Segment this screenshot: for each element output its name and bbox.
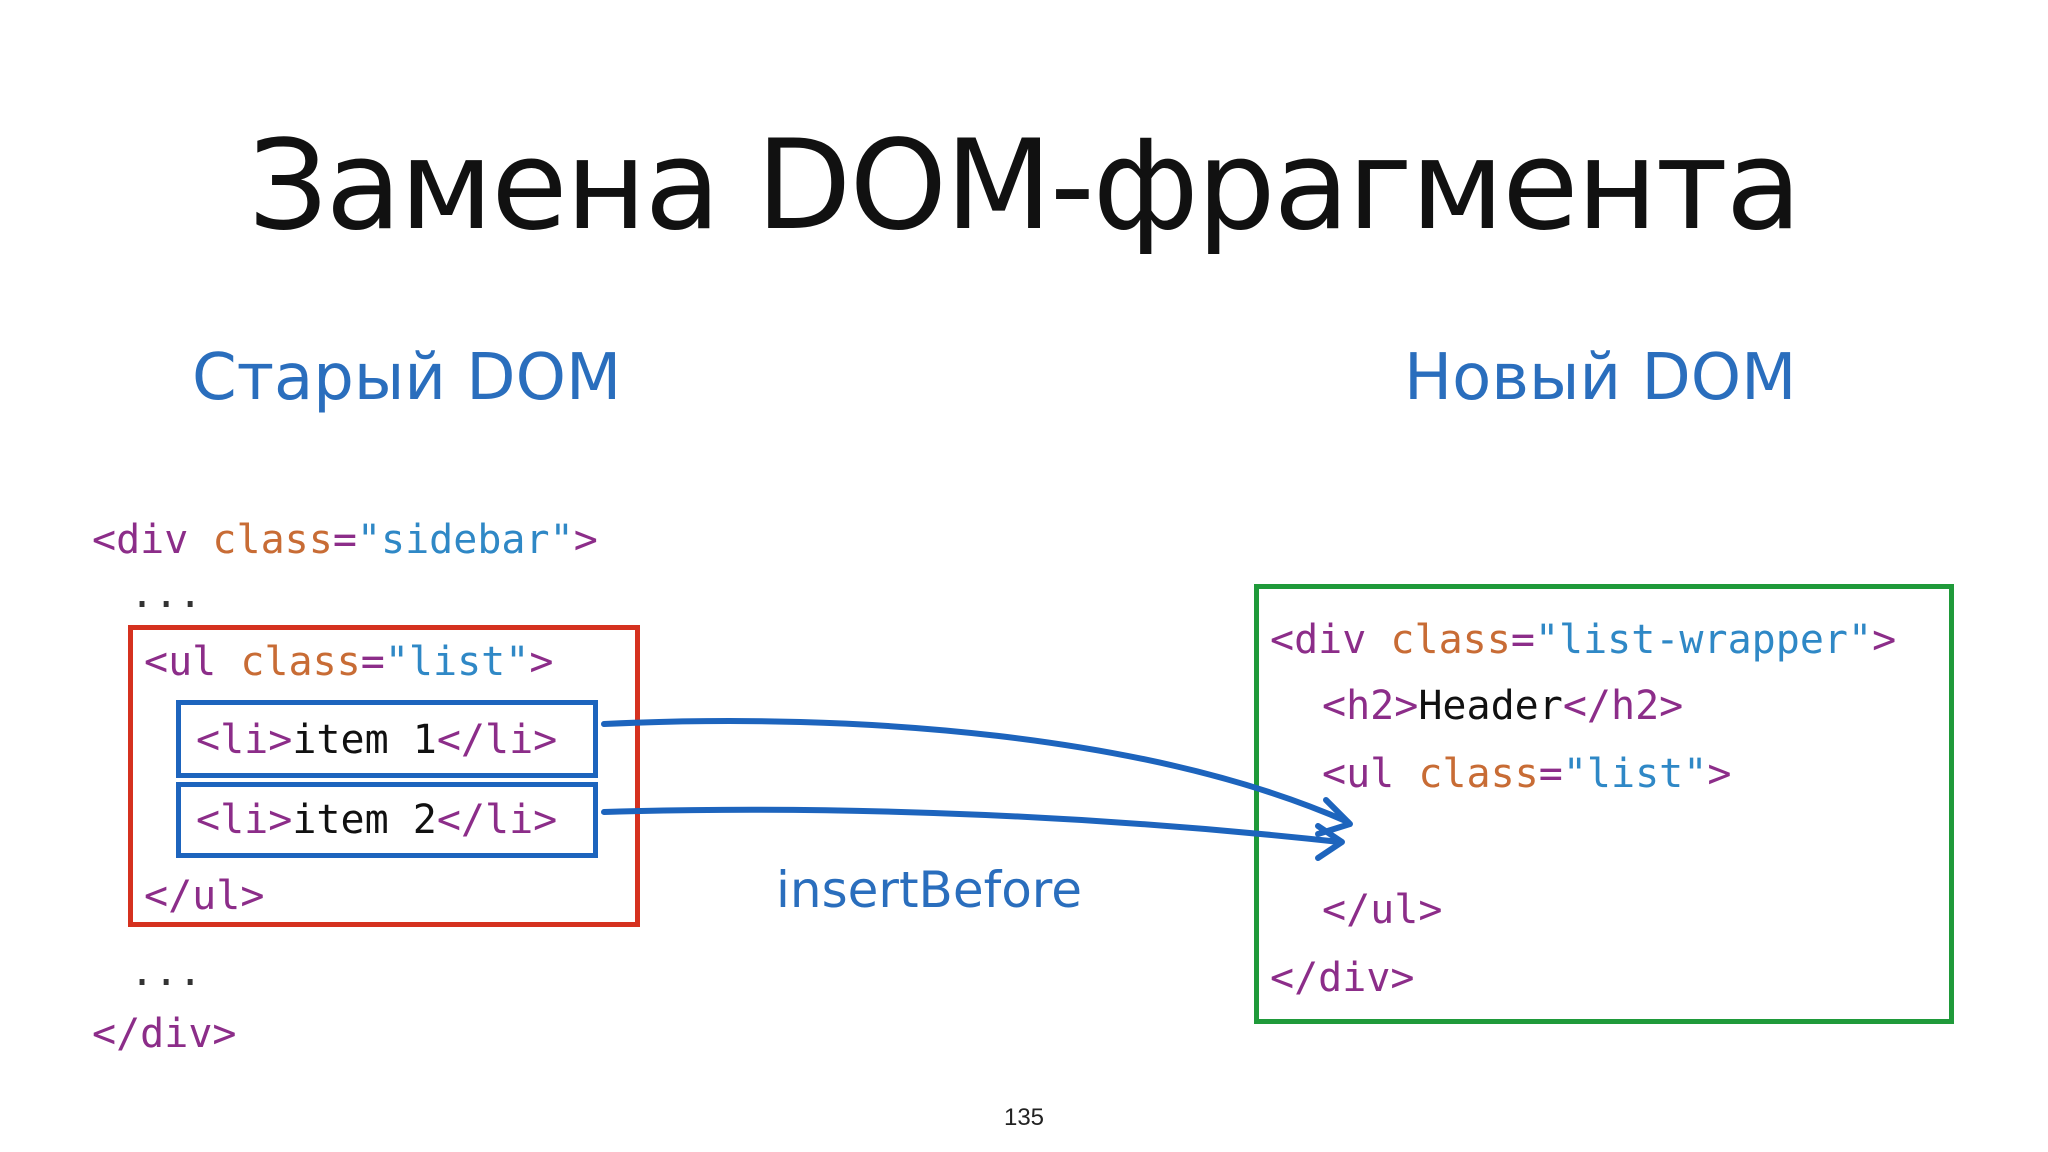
slide-title: Замена DOM-фрагмента [248, 114, 1802, 258]
old-dom-heading: Старый DOM [192, 341, 622, 415]
old-ul-close-line: </ul> [144, 873, 265, 919]
li-item-2-box [176, 782, 598, 858]
old-dots-bottom: ... [130, 949, 203, 995]
arrow-item-1 [601, 718, 1351, 825]
new-ul-open-line: <ul class="list"> [1322, 751, 1732, 797]
new-dom-heading: Новый DOM [1404, 341, 1797, 415]
new-ul-close-line: </ul> [1322, 887, 1443, 933]
old-ul-open-line: <ul class="list"> [144, 639, 554, 685]
old-dots-top: ... [130, 571, 203, 617]
old-div-close-line: </div> [92, 1011, 237, 1057]
page-number: 135 [1003, 1104, 1045, 1131]
new-div-open-line: <div class="list-wrapper"> [1270, 617, 1897, 663]
insert-before-label: insertBefore [776, 861, 1083, 919]
new-h2-line: <h2>Header</h2> [1322, 683, 1684, 729]
old-li-item-1: <li>item 1</li> [196, 717, 558, 763]
old-li-item-2: <li>item 2</li> [196, 797, 558, 843]
new-div-close-line: </div> [1270, 955, 1415, 1001]
old-div-open-line: <div class="sidebar"> [92, 517, 598, 563]
li-item-1-box [176, 700, 598, 778]
arrow-item-2 [601, 806, 1343, 845]
